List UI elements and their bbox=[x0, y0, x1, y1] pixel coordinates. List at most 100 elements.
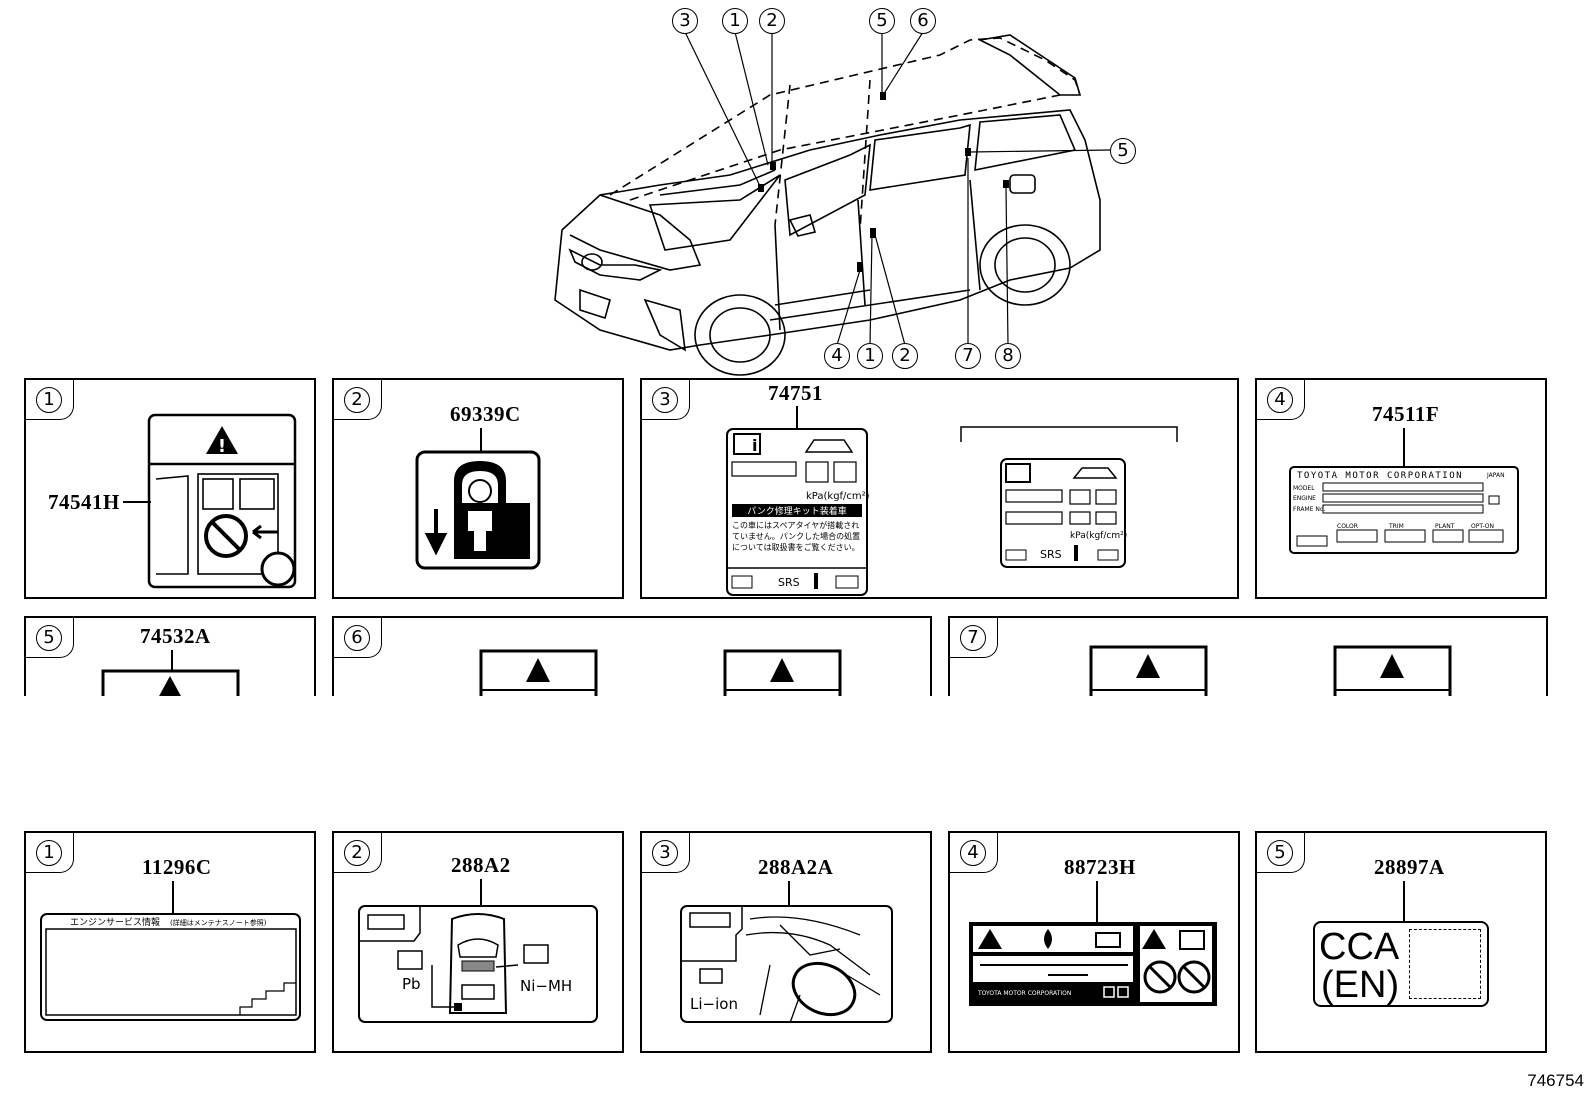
car-callout-top-1: 1 bbox=[722, 8, 748, 34]
warning-triangle-icon bbox=[1380, 654, 1404, 678]
child-icon bbox=[468, 479, 492, 503]
panel-index-tab: 5 bbox=[26, 618, 74, 658]
panel-288A2: 2 288A2 Pb Ni−MH bbox=[332, 831, 624, 1053]
panel-88723H: 4 88723H TOYOTA MOTOR CORPORATION bbox=[948, 831, 1240, 1053]
trim-text: TRIM bbox=[1388, 523, 1404, 530]
battery-pb-icon bbox=[397, 950, 423, 970]
panel-11296C: 1 11296C エンジンサービス情報 (詳細はメンテナスノート参照) bbox=[24, 831, 316, 1053]
panel-index-tab: 2 bbox=[334, 833, 382, 873]
panel-74511F: 4 74511F TOYOTA MOTOR CORPORATION JAPAN … bbox=[1255, 378, 1547, 599]
japanese-body-text: この車にはスペアタイヤが搭載されていません。パンクした場合の処置については取扱書… bbox=[732, 521, 861, 552]
manufacturer-text: TOYOTA MOTOR CORPORATION bbox=[977, 990, 1071, 997]
warning-triangle-icon bbox=[206, 426, 238, 454]
manual-book-icon bbox=[733, 433, 761, 455]
panel-index-tab: 4 bbox=[950, 833, 998, 873]
warning-triangle-icon bbox=[526, 658, 550, 682]
warning-triangle-icon bbox=[1142, 929, 1166, 949]
panel-index-tab: 5 bbox=[1257, 833, 1305, 873]
bracket-line bbox=[960, 426, 1178, 442]
car-callout-top-5: 5 bbox=[869, 8, 895, 34]
nimh-text: Ni−MH bbox=[520, 977, 572, 995]
car-icon bbox=[1072, 467, 1118, 479]
warning-triangle-icon bbox=[159, 676, 181, 696]
vin-plate-label: TOYOTA MOTOR CORPORATION JAPAN MODEL ENG… bbox=[1289, 466, 1519, 554]
location-highlight-ellipse bbox=[791, 961, 857, 1017]
warning-label-right bbox=[723, 649, 842, 696]
panel-74541H: 1 74541H ! bbox=[24, 378, 316, 599]
part-number: 88723H bbox=[1064, 855, 1136, 879]
pressure-unit-text: kPa(kgf/cm²) bbox=[806, 491, 870, 502]
panel-index: 6 bbox=[344, 625, 370, 651]
car-icon bbox=[804, 439, 854, 453]
car-callout-bottom-4: 4 bbox=[824, 343, 850, 369]
panel-index: 4 bbox=[1267, 387, 1293, 413]
svg-text:!: ! bbox=[218, 436, 226, 457]
engine-service-subtitle: (詳細はメンテナスノート参照) bbox=[170, 918, 267, 927]
panel-index: 3 bbox=[652, 840, 678, 866]
panel-74751: 3 74751 i kPa(kgf/cm²) パンク修理キット装着車 この車には… bbox=[640, 378, 1239, 599]
warning-label-left bbox=[479, 649, 598, 696]
part-number: 11296C bbox=[142, 855, 212, 879]
cca-label: CCA (EN) bbox=[1313, 921, 1489, 1007]
part-number: 69339C bbox=[450, 402, 521, 426]
part-number: 288A2A bbox=[758, 855, 834, 879]
sliding-door-warning-label: ! bbox=[147, 413, 297, 589]
panel-index: 5 bbox=[36, 625, 62, 651]
tire-pressure-label-2: kPa(kgf/cm²) SRS bbox=[1000, 458, 1127, 568]
vehicle-illustration: 3 1 2 5 6 5 4 1 2 7 8 bbox=[540, 0, 1160, 376]
manufacturer-text: TOYOTA MOTOR CORPORATION bbox=[1297, 471, 1463, 481]
japanese-title-text: パンク修理キット装着車 bbox=[747, 505, 846, 517]
panel-index: 5 bbox=[1267, 840, 1293, 866]
srs-text: SRS bbox=[1040, 548, 1062, 561]
pb-text: Pb bbox=[402, 975, 421, 993]
flame-icon bbox=[1044, 929, 1052, 949]
panel-index: 1 bbox=[36, 387, 62, 413]
part-number: 74541H bbox=[48, 490, 120, 514]
engine-text: ENGINE bbox=[1293, 495, 1316, 502]
child-lock-label bbox=[415, 450, 541, 570]
warning-triangle-icon bbox=[1136, 654, 1160, 678]
panel-index: 2 bbox=[344, 840, 370, 866]
manual-book-icon bbox=[1005, 463, 1031, 483]
manual-book-icon bbox=[1179, 930, 1205, 950]
panel-index: 4 bbox=[960, 840, 986, 866]
battery-icon bbox=[699, 968, 723, 984]
panel-index: 2 bbox=[344, 387, 370, 413]
panel-index: 1 bbox=[36, 840, 62, 866]
panel-index-tab: 1 bbox=[26, 833, 74, 873]
panel-7-labels: 7 bbox=[948, 616, 1548, 696]
manual-book-icon bbox=[367, 914, 405, 930]
car-callout-bottom-7: 7 bbox=[955, 343, 981, 369]
battery-location-label: Pb Ni−MH bbox=[358, 905, 598, 1023]
warning-label-right bbox=[1333, 645, 1452, 696]
panel-index: 3 bbox=[652, 387, 678, 413]
vehicle-drawing bbox=[554, 31, 1111, 376]
panel-index-tab: 2 bbox=[334, 380, 382, 420]
car-top-view-icon bbox=[448, 913, 508, 1014]
panel-6-labels: 6 bbox=[332, 616, 932, 696]
panel-index-tab: 6 bbox=[334, 618, 382, 658]
panel-index-tab: 7 bbox=[950, 618, 998, 658]
panel-69339C: 2 69339C bbox=[332, 378, 624, 599]
panel-index-tab: 3 bbox=[642, 833, 690, 873]
warning-label-left bbox=[1089, 645, 1208, 696]
part-number: 74532A bbox=[140, 624, 211, 648]
plant-text: PLANT bbox=[1435, 523, 1455, 530]
battery-icon bbox=[1095, 932, 1121, 948]
arrow-down-icon bbox=[424, 509, 448, 556]
panel-index-tab: 1 bbox=[26, 380, 74, 420]
frame-text: FRAME No. bbox=[1293, 506, 1325, 513]
battery-warning-label: TOYOTA MOTOR CORPORATION bbox=[969, 922, 1217, 1006]
srs-text: SRS bbox=[778, 576, 800, 589]
part-number: 288A2 bbox=[451, 853, 511, 877]
country-text: JAPAN bbox=[1486, 472, 1505, 479]
model-text: MODEL bbox=[1293, 485, 1315, 492]
cca-text: CCA bbox=[1319, 926, 1400, 968]
option-text: OPT-ON bbox=[1471, 523, 1494, 530]
panel-288A2A: 3 288A2A Li−ion bbox=[640, 831, 932, 1053]
cca-value-box bbox=[1409, 929, 1481, 999]
part-number: 28897A bbox=[1374, 855, 1445, 879]
svg-text:i: i bbox=[752, 436, 757, 455]
warning-label-top bbox=[101, 669, 240, 696]
pressure-unit-text: kPa(kgf/cm²) bbox=[1070, 531, 1127, 541]
